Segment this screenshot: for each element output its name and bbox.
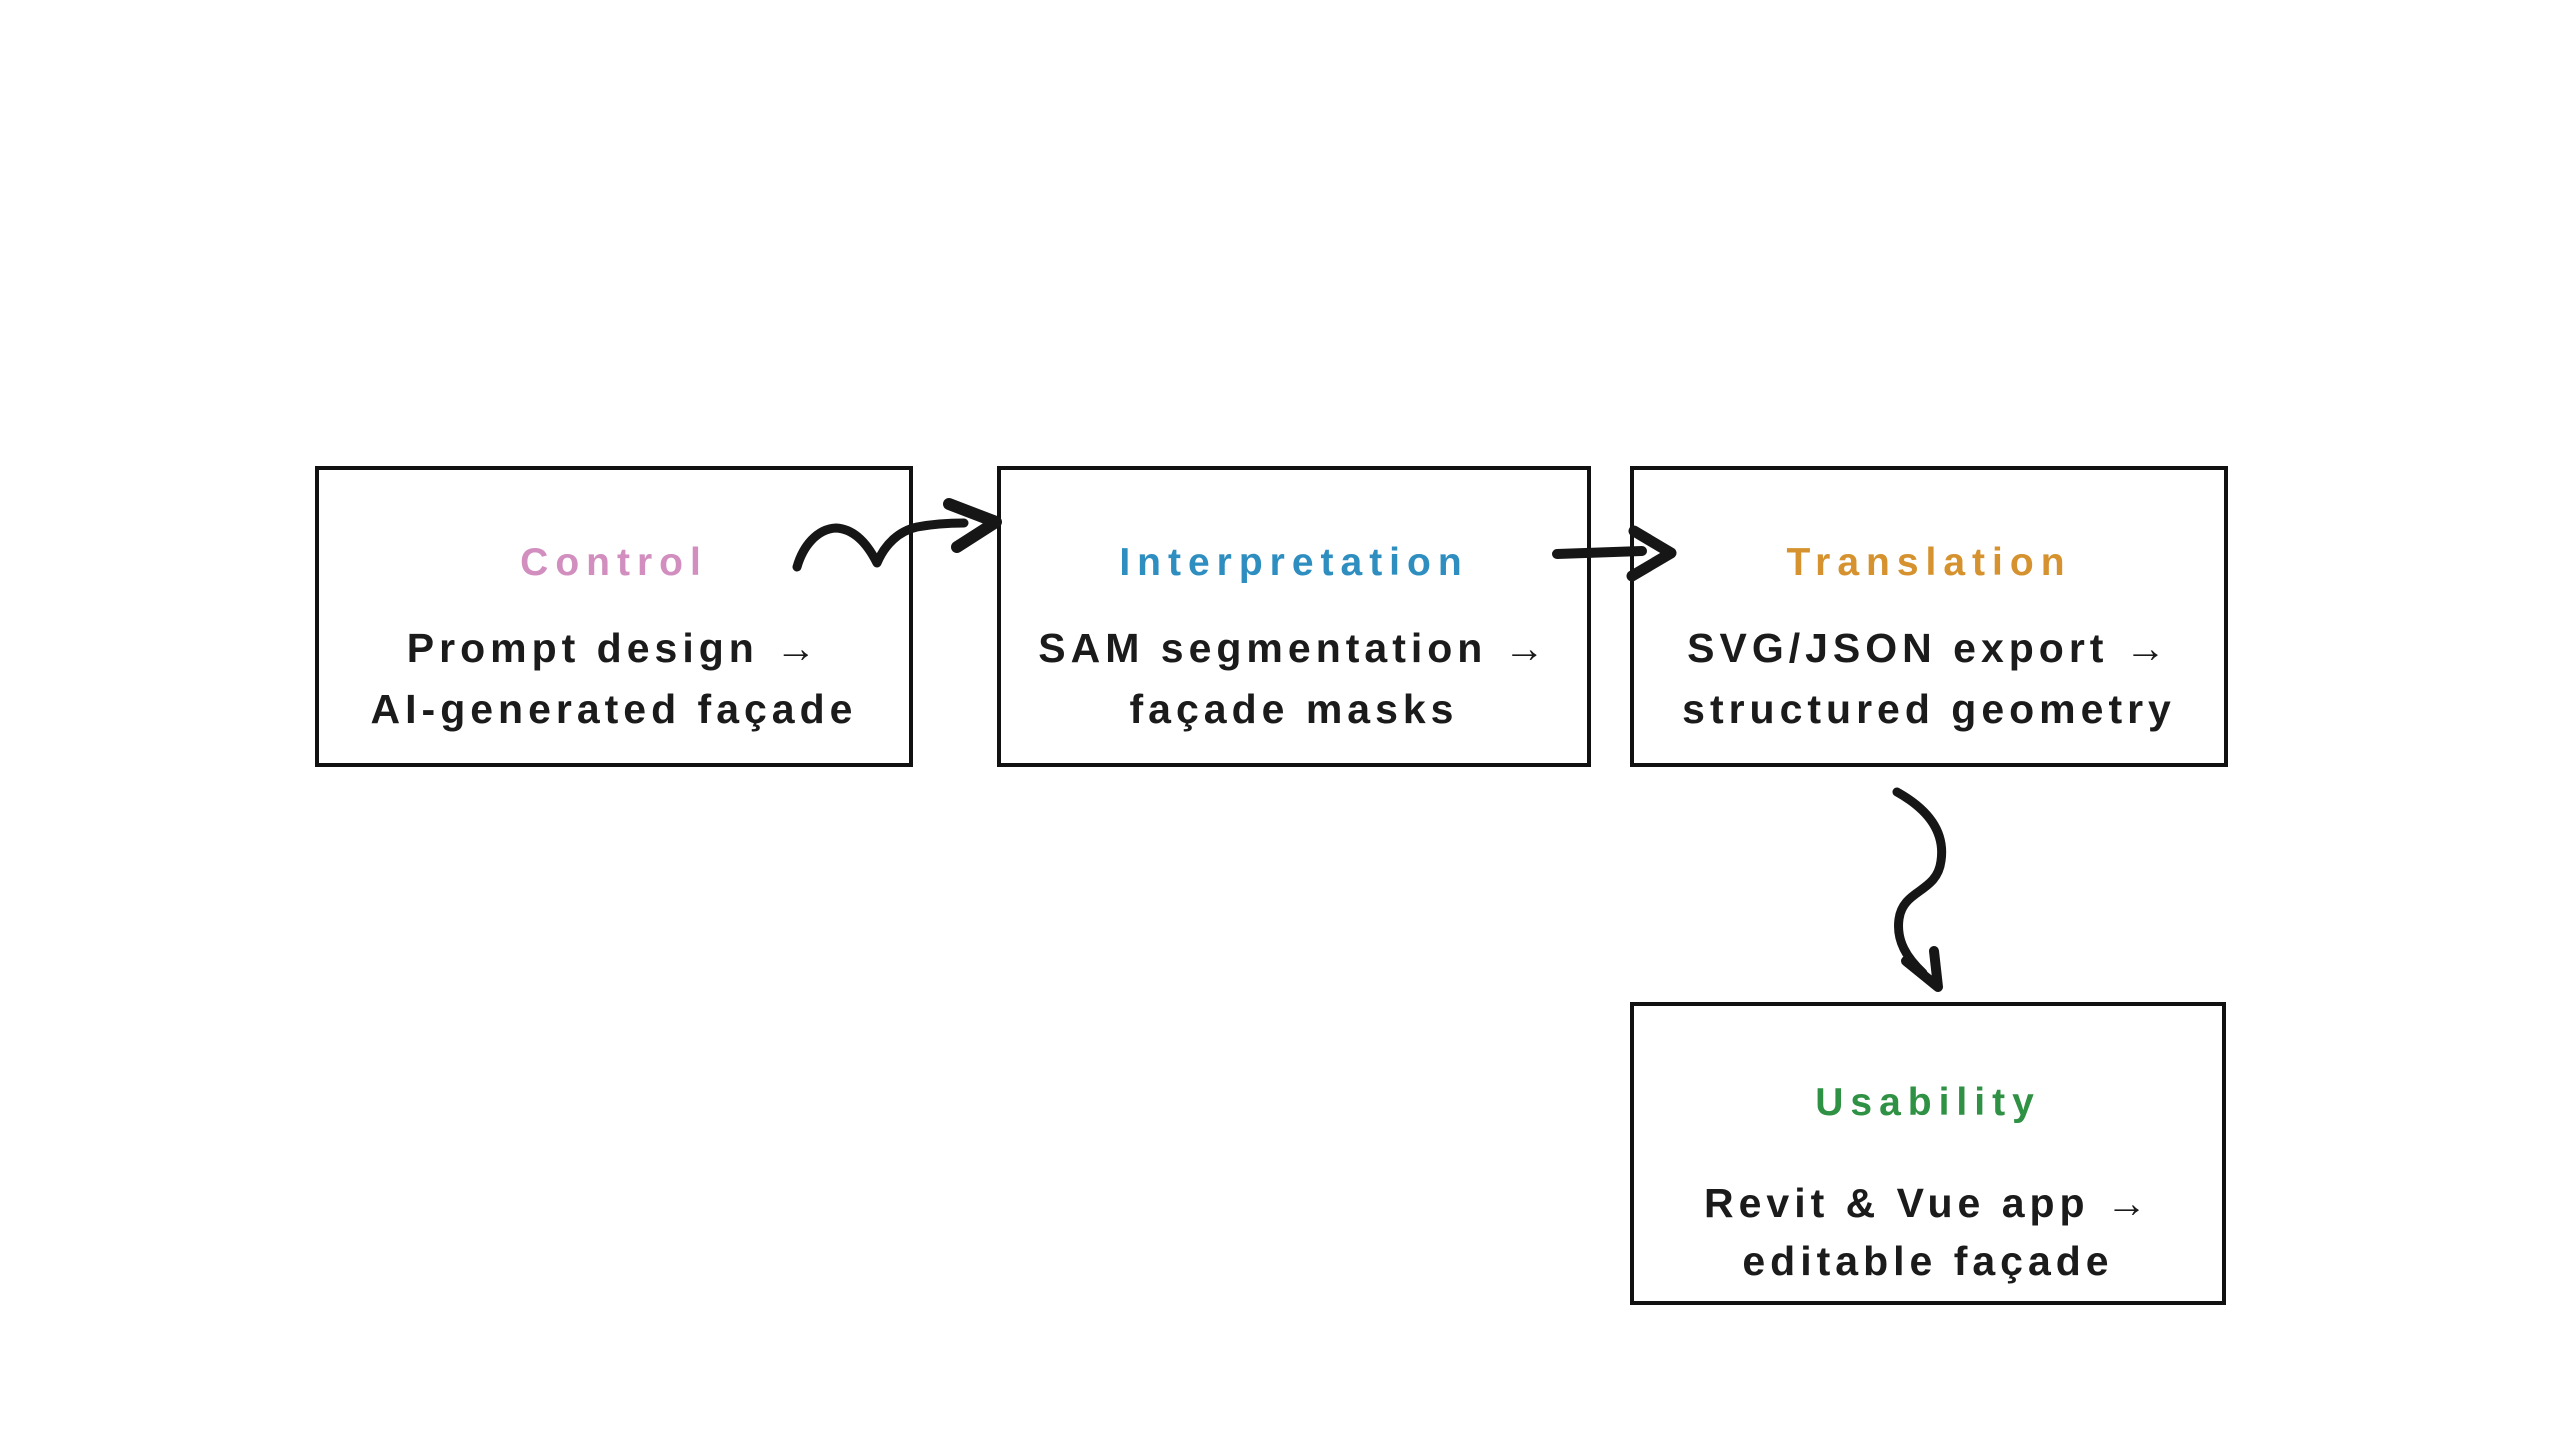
- description-line: Prompt design →: [406, 625, 822, 671]
- description-line: façade masks: [1129, 686, 1459, 732]
- stage-box-usability: Usability Revit & Vue app → editable faç…: [1630, 1002, 2226, 1305]
- stage-box-control: Control Prompt design → AI-generated faç…: [315, 466, 913, 767]
- stage-title-translation: Translation: [1786, 541, 2072, 584]
- stage-title-interpretation: Interpretation: [1119, 541, 1469, 584]
- stage-description-translation: SVG/JSON export → structured geometry: [1634, 618, 2224, 740]
- description-line: SAM segmentation →: [1038, 625, 1550, 671]
- stage-box-interpretation: Interpretation SAM segmentation → façade…: [997, 466, 1591, 767]
- arrow-translation-to-usability-icon: [1892, 787, 1947, 992]
- stage-description-control: Prompt design → AI-generated façade: [319, 618, 909, 740]
- stage-title-control: Control: [520, 541, 708, 584]
- description-line: Revit & Vue app →: [1704, 1180, 2152, 1226]
- stage-title-usability: Usability: [1815, 1081, 2041, 1124]
- stage-description-usability: Revit & Vue app → editable façade: [1634, 1174, 2222, 1290]
- description-line: SVG/JSON export →: [1687, 625, 2171, 671]
- description-line: AI-generated façade: [370, 686, 858, 732]
- stage-description-interpretation: SAM segmentation → façade masks: [1001, 618, 1587, 740]
- description-line: editable façade: [1742, 1238, 2114, 1284]
- description-line: structured geometry: [1682, 686, 2176, 732]
- stage-box-translation: Translation SVG/JSON export → structured…: [1630, 466, 2228, 767]
